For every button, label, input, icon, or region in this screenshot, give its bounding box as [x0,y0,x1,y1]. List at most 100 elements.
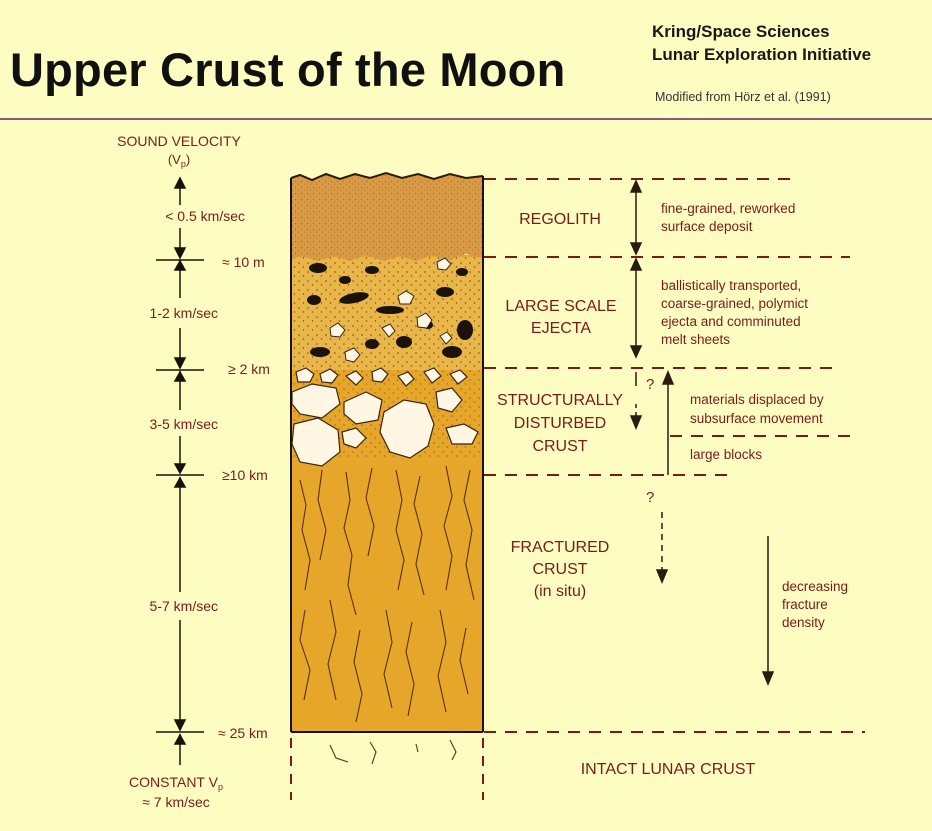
regolith-top-edge [290,171,484,182]
depth-10km: ≥10 km [222,467,268,483]
layer-disturbed-line-3: CRUST [532,438,587,455]
clast [309,263,327,273]
layer-fractured-line-2: CRUST [532,561,587,578]
fracture [329,744,349,763]
clast [442,346,462,358]
ejecta-desc-2: coarse-grained, polymict [661,296,808,311]
organization-line-2: Lunar Exploration Initiative [652,45,872,64]
velocity-range-disturbed: 3-5 km/sec [150,416,218,432]
arrow-head [173,733,187,745]
fracture [413,475,425,596]
fracture [405,621,415,717]
fracture [299,609,311,701]
fracture [353,629,363,723]
displaced-desc-2: subsurface movement [690,411,823,426]
arrow-head [629,242,643,256]
velocity-constant-value: ≈ 7 km/sec [142,794,210,810]
fracture [299,479,311,591]
arrow-head [173,176,187,189]
question-mark-upper: ? [646,376,654,393]
clast [365,266,379,274]
arrow-head [629,345,643,359]
arrow-head [761,671,775,686]
clast [381,323,396,338]
column-borders [290,176,484,733]
fracture [395,469,405,591]
boundaries [484,178,865,733]
velocity-labels: SOUND VELOCITY (Vp) < 0.5 km/sec 1-2 km/… [117,133,245,810]
block [341,427,367,449]
arrow-head [173,719,187,732]
block [423,367,442,384]
layer-ejecta-line-2: EJECTA [531,320,591,337]
fracture [343,471,357,616]
fracture [317,469,327,561]
question-mark-lower: ? [646,489,654,506]
organization-credit: Kring/Space Sciences Lunar Exploration I… [652,20,871,66]
clast [329,322,346,338]
fracture [463,469,475,601]
clast [365,339,379,349]
layer-intact: INTACT LUNAR CRUST [581,761,756,778]
density-desc-3: density [782,615,825,630]
block [435,387,463,413]
fracture [365,467,375,557]
clast [436,257,452,271]
fracture [415,743,419,753]
arrow-head [629,257,643,271]
layer-ejecta-line-1: LARGE SCALE [505,298,616,315]
arrow-head [173,247,187,260]
blocks-desc: large blocks [690,447,762,462]
clast [397,290,415,305]
fracture [449,739,457,761]
layer-disturbed-line-2: DISTURBED [514,415,606,432]
velocity-range-regolith: < 0.5 km/sec [165,208,245,224]
block [295,367,315,383]
page-title: Upper Crust of the Moon [10,43,566,96]
clast [339,292,369,304]
arrow-head [629,179,643,193]
citation: Modified from Hörz et al. (1991) [655,90,831,104]
clast [416,312,433,329]
layer-regolith: REGOLITH [519,211,601,228]
block [344,370,364,386]
arrow-head [173,476,187,488]
layer-fractured-line-3: (in situ) [534,583,586,600]
clast [339,276,351,284]
description-labels: fine-grained, reworked surface deposit b… [646,201,848,630]
layer-disturbed-line-1: STRUCTURALLY [497,392,623,409]
arrow-head [173,370,187,382]
organization-line-1: Kring/Space Sciences [652,22,830,41]
fracture [383,609,393,709]
clast [436,287,454,297]
block [397,371,415,387]
displaced-desc-1: materials displaced by [690,392,824,407]
right-arrows [629,179,775,686]
arrow-head [661,370,675,385]
regolith-desc-2: surface deposit [661,219,753,234]
clast [396,336,412,348]
rock-column [290,171,484,732]
clast [307,295,321,305]
regolith-desc-1: fine-grained, reworked [661,201,795,216]
fractures [299,465,475,765]
regolith-speckle [291,173,483,261]
depth-10m: ≈ 10 m [222,254,265,270]
block [291,383,341,419]
block [343,391,383,425]
clast [344,347,361,363]
ejecta-desc-3: ejecta and comminuted [661,314,801,329]
fracture [327,599,337,701]
block [379,399,435,459]
ejecta-desc-4: melt sheets [661,332,730,347]
block [319,368,339,384]
velocity-constant: CONSTANT Vp [129,774,223,792]
density-desc-1: decreasing [782,579,848,594]
arrow-head [655,569,669,584]
fracture [437,609,447,713]
fracture [369,741,377,765]
clast [376,306,404,314]
clast [457,320,473,340]
fracture [443,465,453,591]
